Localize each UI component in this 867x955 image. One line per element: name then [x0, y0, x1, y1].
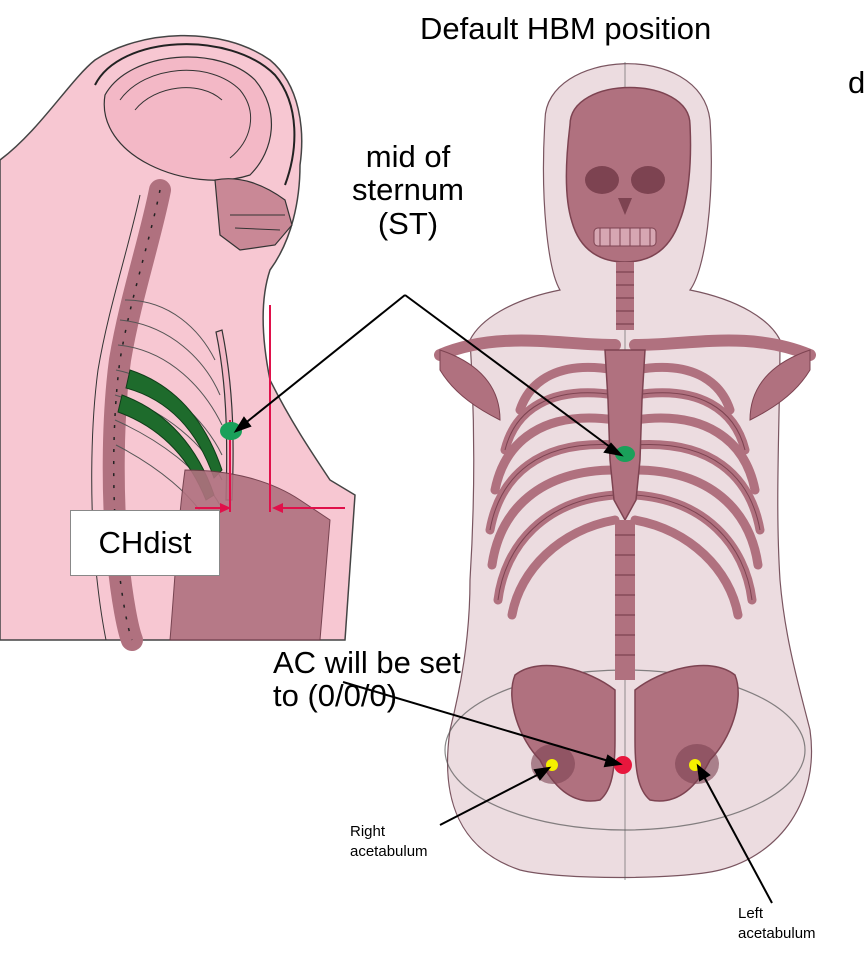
frontal-skeleton-view [440, 62, 812, 880]
ac-label: AC will be set to (0/0/0) [273, 646, 461, 713]
sternum-label: mid of sternum (ST) [328, 140, 488, 240]
left-acetabulum-label-line2: acetabulum [738, 924, 816, 944]
right-acetabulum-label: Right acetabulum [350, 822, 428, 861]
chdist-label-box: CHdist [70, 510, 220, 576]
diagram-title: Default HBM position [420, 12, 711, 45]
right-acetabulum-label-line2: acetabulum [350, 842, 428, 862]
ac-label-line1: AC will be set [273, 646, 461, 679]
sternum-label-line3: (ST) [328, 207, 488, 240]
chdist-label: CHdist [98, 525, 191, 561]
sternum-label-line1: mid of [328, 140, 488, 173]
cut-off-text: d [848, 66, 865, 99]
left-acetabulum-label: Left acetabulum [738, 904, 816, 943]
ac-label-line2: to (0/0/0) [273, 679, 461, 712]
right-acetabulum-label-line1: Right [350, 822, 428, 842]
left-acetabulum-label-line1: Left [738, 904, 816, 924]
sternum-label-line2: sternum [328, 173, 488, 206]
sternum-callout-line-left [243, 295, 405, 425]
